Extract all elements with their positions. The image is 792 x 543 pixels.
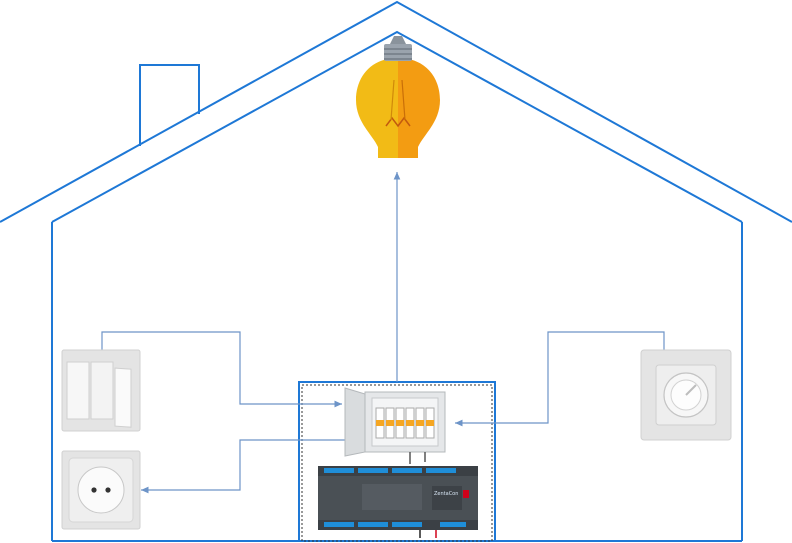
controller-brand-text: ZentaCon [434, 491, 458, 497]
house-roof-outer [0, 0, 792, 223]
light-bulb-icon [356, 36, 440, 158]
connector-panel-to-socket [141, 439, 345, 494]
dimmer-knob-icon [640, 349, 732, 441]
connector-switch-to-panel [101, 331, 342, 408]
house-roof-inner [51, 30, 743, 223]
circuit-breakers [375, 407, 435, 439]
electrical-panel-icon [344, 387, 446, 464]
connector-lines [101, 172, 665, 494]
cabinet-inner-dashed [301, 384, 493, 542]
chimney [139, 64, 200, 146]
connector-dimmer-to-panel [455, 331, 665, 427]
controller-module-icon: ZentaCon [318, 466, 478, 538]
light-switch-icon [61, 349, 141, 432]
power-socket-icon [61, 450, 141, 530]
